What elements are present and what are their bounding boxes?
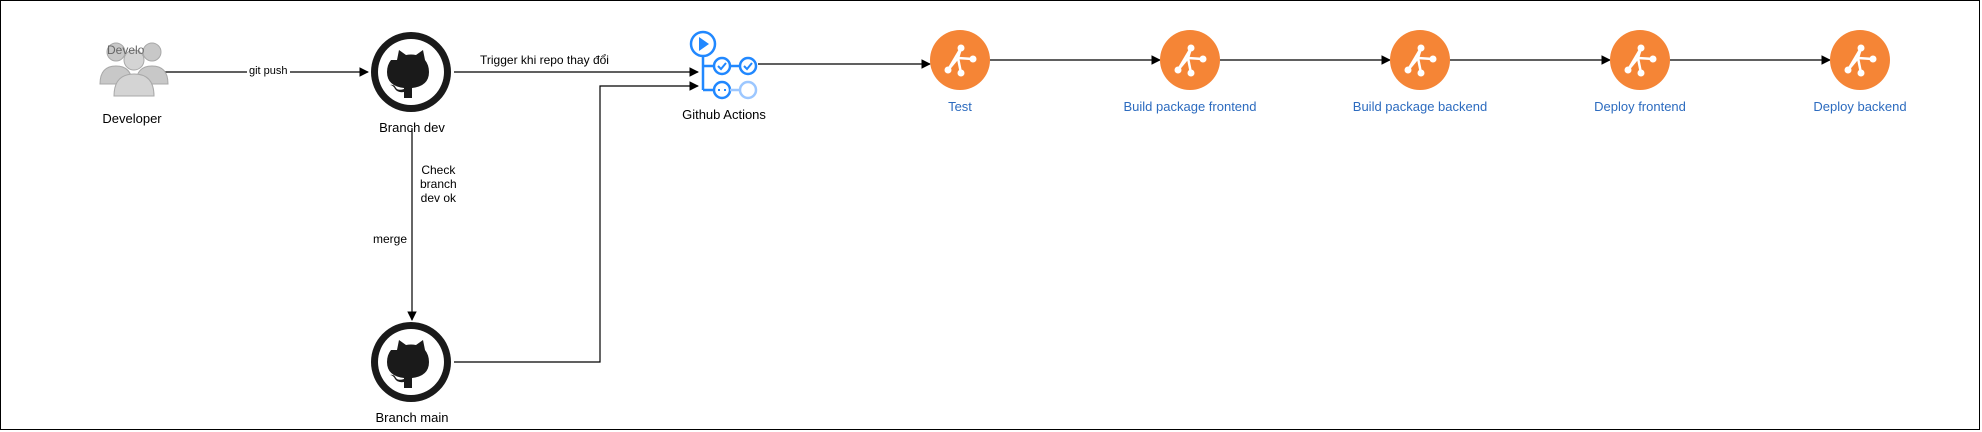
github-actions-icon[interactable] (689, 30, 758, 100)
step-label-build-frontend: Build package frontend (1123, 99, 1257, 114)
pipeline-icon[interactable] (930, 30, 990, 90)
step-label-test: Test (948, 99, 972, 114)
github-icon-dev[interactable] (371, 32, 451, 112)
edge-label-merge: merge (373, 232, 408, 246)
step-label-deploy-frontend: Deploy frontend (1594, 99, 1686, 114)
branch-main-label: Branch main (375, 410, 449, 425)
step-label-build-backend: Build package backend (1352, 99, 1488, 114)
branch-dev-label: Branch dev (379, 120, 445, 135)
edge-label-trigger: Trigger khi repo thay đổi (480, 53, 609, 67)
pipeline-icon[interactable] (1390, 30, 1450, 90)
developer-icon-caption: Develo (107, 43, 145, 57)
pipeline-icon[interactable] (1160, 30, 1220, 90)
edge-label-check: Check branch dev ok (420, 163, 457, 205)
developer-label: Developer (102, 111, 162, 126)
step-label-deploy-backend: Deploy backend (1813, 99, 1907, 114)
edges (164, 55, 1831, 363)
github-actions-label: Github Actions (682, 107, 766, 122)
edge-main-to-actions (454, 81, 699, 363)
edge-label-git-push: git push (247, 65, 290, 78)
pipeline-icon[interactable] (1610, 30, 1670, 90)
users-icon[interactable] (99, 42, 169, 97)
pipeline-icon[interactable] (1830, 30, 1890, 90)
github-icon-main[interactable] (371, 322, 451, 402)
pipeline-steps (930, 30, 1890, 90)
